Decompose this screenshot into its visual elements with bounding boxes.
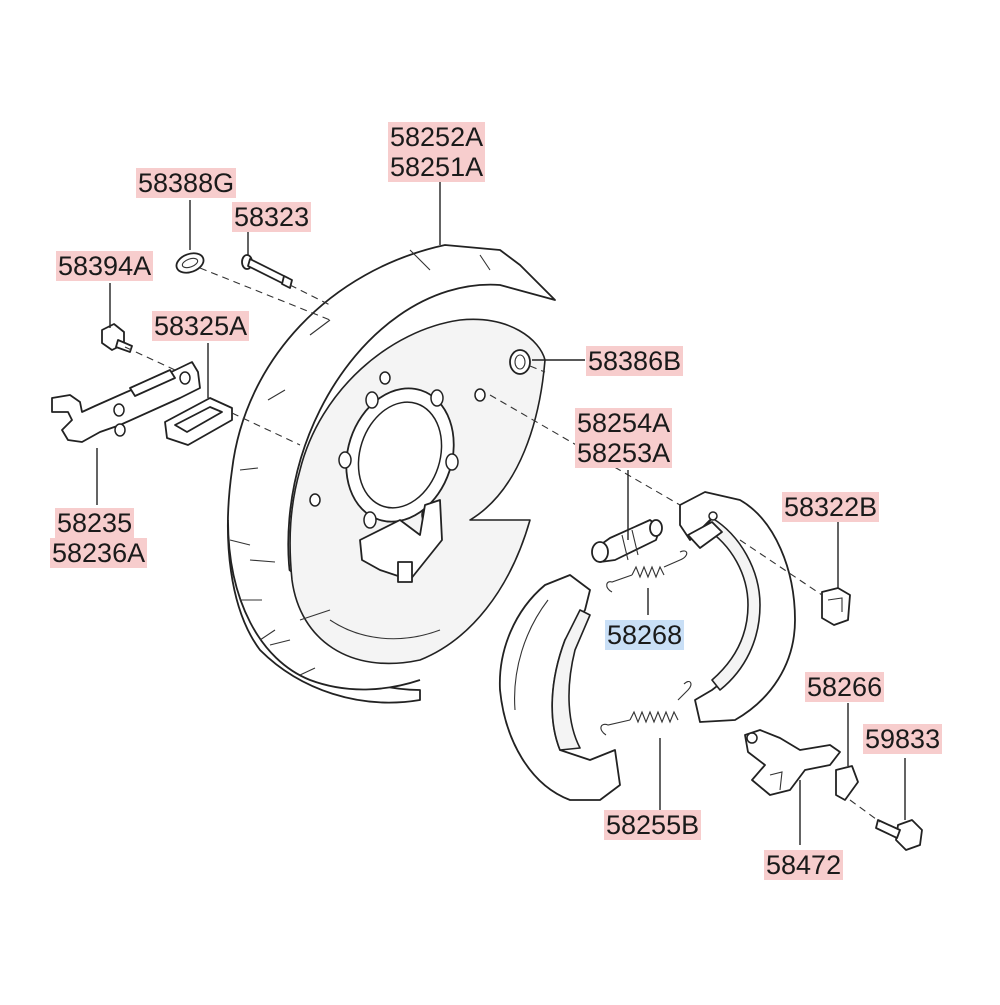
brake-shoe-left[interactable] [498, 574, 621, 801]
label-58325a[interactable]: 58325A [152, 311, 250, 341]
label-58266[interactable]: 58266 [805, 672, 885, 702]
label-58322b[interactable]: 58322B [782, 492, 880, 522]
bolt-59833[interactable] [875, 819, 923, 851]
label-58255b[interactable]: 58255B [604, 810, 702, 840]
backing-plate[interactable] [227, 244, 556, 704]
spring-58255b[interactable] [600, 681, 692, 736]
brake-shoe-right[interactable] [679, 491, 796, 723]
label-58268[interactable]: 58268 [605, 620, 685, 650]
bracket-58235[interactable] [51, 361, 201, 443]
clip-58322b[interactable] [821, 587, 851, 626]
label-58253a[interactable]: 58253A [575, 438, 673, 468]
label-59833[interactable]: 59833 [863, 724, 943, 754]
label-58386b[interactable]: 58386B [586, 346, 684, 376]
label-58236a[interactable]: 58236A [50, 538, 148, 568]
label-58235[interactable]: 58235 [55, 508, 135, 538]
boot-58325a[interactable] [164, 397, 233, 446]
label-58472[interactable]: 58472 [764, 850, 844, 880]
label-58323[interactable]: 58323 [232, 202, 312, 232]
label-58388g[interactable]: 58388G [136, 168, 237, 198]
label-58252a[interactable]: 58252A [388, 122, 486, 152]
clip-58266[interactable] [835, 765, 859, 801]
plug-58386b[interactable] [509, 349, 531, 375]
adjuster-58254a[interactable] [591, 519, 663, 563]
label-58251a[interactable]: 58251A [388, 152, 486, 182]
label-58394a[interactable]: 58394A [56, 251, 154, 281]
leader-lines [96, 182, 906, 845]
pin-58323[interactable] [241, 254, 293, 289]
lever-58472[interactable] [744, 729, 841, 796]
grommet-58388g[interactable] [174, 250, 206, 276]
spring-58268[interactable] [606, 550, 688, 593]
bolt-58394a[interactable] [101, 323, 133, 353]
label-58254a[interactable]: 58254A [575, 408, 673, 438]
